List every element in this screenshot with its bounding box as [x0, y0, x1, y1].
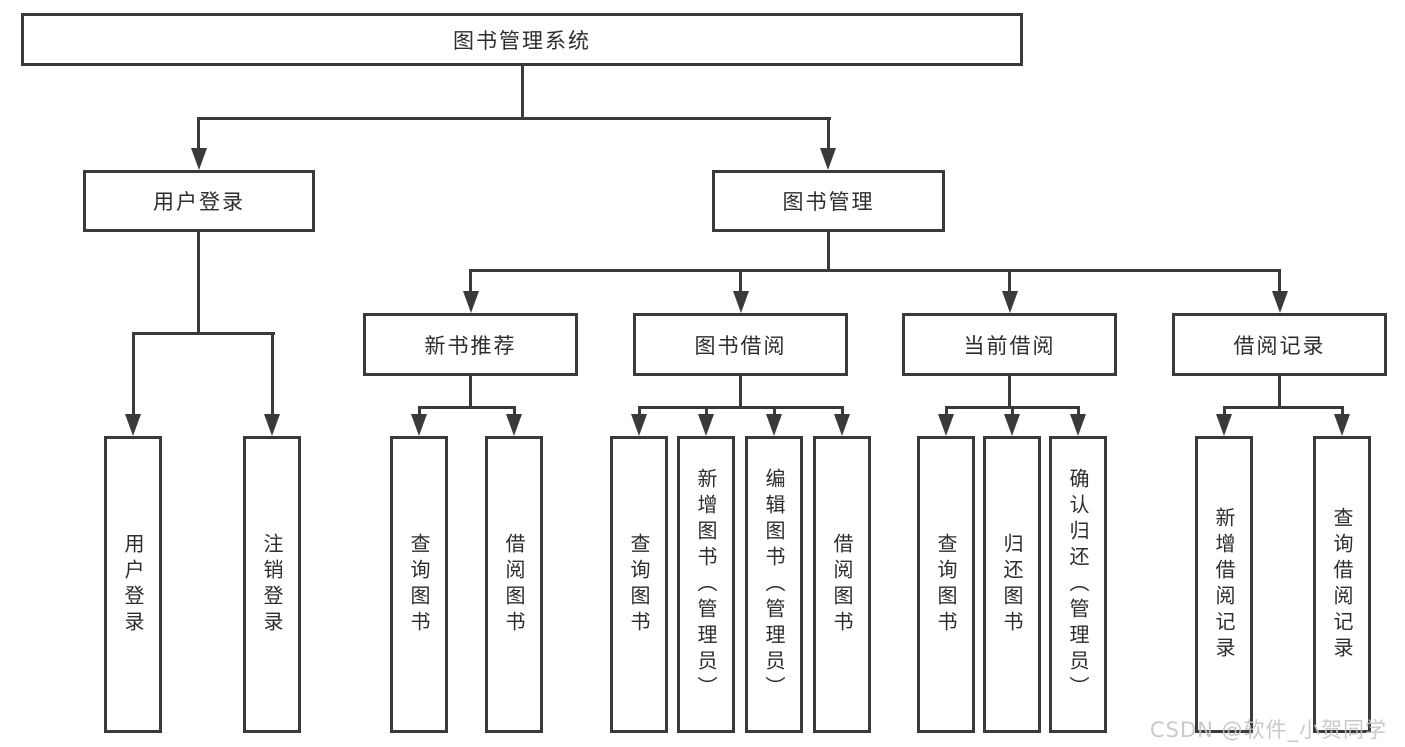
- connector-arrowline-user-login: [197, 117, 200, 152]
- connector-arrowline-book-borrowing: [739, 269, 742, 295]
- leaf-label: 查询图书: [627, 532, 651, 637]
- connector-arrowline-query-books-recommend: [417, 406, 421, 418]
- connector-arrowline-query-borrow-record: [1340, 406, 1344, 418]
- arrowhead-borrow-books-recommend: [506, 414, 522, 436]
- node-root-library-management-system: 图书管理系统: [21, 13, 1023, 66]
- connector-level3-hline: [469, 269, 1281, 272]
- arrowhead-book-management: [820, 148, 836, 170]
- node-new-book-recommendation: 新书推荐: [363, 313, 578, 376]
- node-leaf-add-book-admin: 新增图书（管理员）: [677, 436, 735, 733]
- node-leaf-user-login: 用户登录: [104, 436, 162, 733]
- connector-book-management-stem: [826, 232, 830, 272]
- connector-group2-hline: [417, 406, 516, 409]
- arrowhead-edit-book-admin: [766, 414, 782, 436]
- arrowhead-add-book-admin: [698, 414, 714, 436]
- node-current-borrowing: 当前借阅: [902, 313, 1117, 376]
- node-leaf-edit-book-admin: 编辑图书（管理员）: [745, 436, 803, 733]
- node-book-borrowing: 图书借阅: [633, 313, 848, 376]
- arrowhead-current-borrowing: [1001, 291, 1018, 313]
- connector-root-stem: [520, 66, 524, 119]
- arrowhead-query-books-recommend: [411, 414, 427, 436]
- arrowhead-leaf-user-login: [125, 414, 141, 436]
- node-leaf-return-book: 归还图书: [983, 436, 1041, 733]
- arrowhead-query-borrow-record: [1334, 414, 1350, 436]
- leaf-label: 新增图书（管理员）: [694, 467, 718, 702]
- connector-arrowline-borrow-books-recommend: [512, 406, 516, 418]
- connector-arrowline-current-borrowing: [1008, 269, 1011, 295]
- connector-arrowline-leaf-user-login: [131, 332, 135, 416]
- connector-arrowline-leaf-logout: [270, 332, 274, 416]
- node-leaf-logout: 注销登录: [243, 436, 301, 733]
- arrowhead-borrowing-records: [1271, 291, 1288, 313]
- connector-group5-hline: [1222, 406, 1344, 409]
- connector-user-login-hline: [131, 332, 275, 335]
- connector-current-borrowing-stem: [1008, 376, 1011, 408]
- connector-arrowline-borrowing-records: [1278, 269, 1281, 295]
- leaf-label: 借阅图书: [502, 532, 526, 637]
- node-leaf-query-books-current: 查询图书: [917, 436, 975, 733]
- connector-arrowline-query-books-borrowing: [637, 406, 641, 418]
- arrowhead-book-borrowing: [732, 291, 749, 313]
- leaf-label: 查询图书: [934, 532, 958, 637]
- node-leaf-query-books-borrowing: 查询图书: [610, 436, 668, 733]
- connector-arrowline-add-borrow-record: [1222, 406, 1226, 418]
- leaf-label: 注销登录: [260, 532, 284, 637]
- connector-arrowline-edit-book-admin: [772, 406, 776, 418]
- node-book-management: 图书管理: [712, 170, 945, 232]
- leaf-label: 查询图书: [407, 532, 431, 637]
- connector-arrowline-return-book: [1010, 406, 1014, 418]
- arrowhead-query-books-borrowing: [631, 414, 647, 436]
- connector-level1-hline: [197, 117, 831, 120]
- leaf-label: 确认归还（管理员）: [1066, 467, 1090, 702]
- leaf-label: 用户登录: [121, 532, 145, 637]
- node-user-login: 用户登录: [83, 170, 315, 232]
- arrowhead-new-book-recommendation: [462, 291, 479, 313]
- leaf-label: 新增借阅记录: [1212, 506, 1236, 663]
- arrowhead-confirm-return-admin: [1070, 414, 1086, 436]
- node-leaf-query-books-recommend: 查询图书: [390, 436, 448, 733]
- arrowhead-user-login: [190, 148, 207, 170]
- arrowhead-borrow-books-borrowing: [834, 414, 850, 436]
- connector-arrowline-new-book-recommendation: [469, 269, 472, 295]
- arrowhead-return-book: [1004, 414, 1020, 436]
- node-borrowing-records: 借阅记录: [1172, 313, 1387, 376]
- node-leaf-add-borrow-record: 新增借阅记录: [1195, 436, 1253, 733]
- leaf-label: 借阅图书: [830, 532, 854, 637]
- node-leaf-borrow-books-recommend: 借阅图书: [485, 436, 543, 733]
- connector-new-book-recommendation-stem: [469, 376, 472, 408]
- connector-borrowing-records-stem: [1278, 376, 1281, 408]
- leaf-label: 查询借阅记录: [1330, 506, 1354, 663]
- node-leaf-confirm-return-admin: 确认归还（管理员）: [1049, 436, 1107, 733]
- node-leaf-query-borrow-record: 查询借阅记录: [1313, 436, 1371, 733]
- connector-group3-hline: [637, 406, 844, 409]
- connector-arrowline-borrow-books-borrowing: [840, 406, 844, 418]
- connector-arrowline-confirm-return-admin: [1076, 406, 1080, 418]
- arrowhead-add-borrow-record: [1216, 414, 1232, 436]
- connector-arrowline-add-book-admin: [704, 406, 708, 418]
- csdn-watermark: CSDN @软件_小贺同学: [1150, 718, 1388, 742]
- connector-user-login-stem: [197, 232, 200, 335]
- arrowhead-leaf-logout: [264, 414, 280, 436]
- connector-book-borrowing-stem: [739, 376, 742, 408]
- leaf-label: 归还图书: [1000, 532, 1024, 637]
- connector-arrowline-query-books-current: [944, 406, 948, 418]
- connector-arrowline-book-management: [826, 117, 830, 152]
- node-leaf-borrow-books-borrowing: 借阅图书: [813, 436, 871, 733]
- arrowhead-query-books-current: [938, 414, 954, 436]
- leaf-label: 编辑图书（管理员）: [762, 467, 786, 702]
